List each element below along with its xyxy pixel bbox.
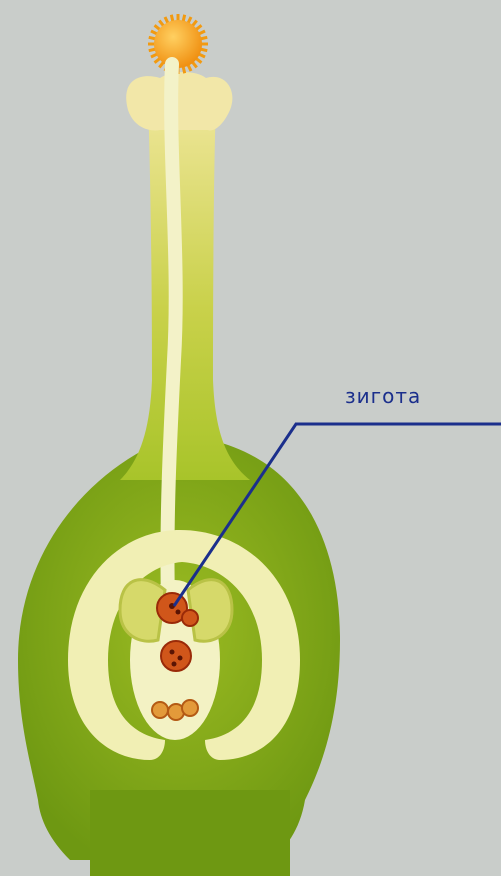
- antipodal-cell-1: [152, 702, 168, 718]
- zygote-label: зигота: [345, 384, 421, 408]
- antipodal-cell-3: [182, 700, 198, 716]
- synergid-cell: [182, 610, 198, 626]
- stigma: [126, 72, 232, 130]
- pistil-base: [90, 790, 290, 876]
- central-cell: [161, 641, 191, 671]
- central-nucleus-1: [170, 650, 175, 655]
- central-nucleus-2: [178, 656, 183, 661]
- pollen-tube: [167, 64, 175, 600]
- pistil-style: [120, 100, 250, 480]
- central-nucleus-3: [172, 662, 177, 667]
- zygote-nucleus-2: [176, 610, 181, 615]
